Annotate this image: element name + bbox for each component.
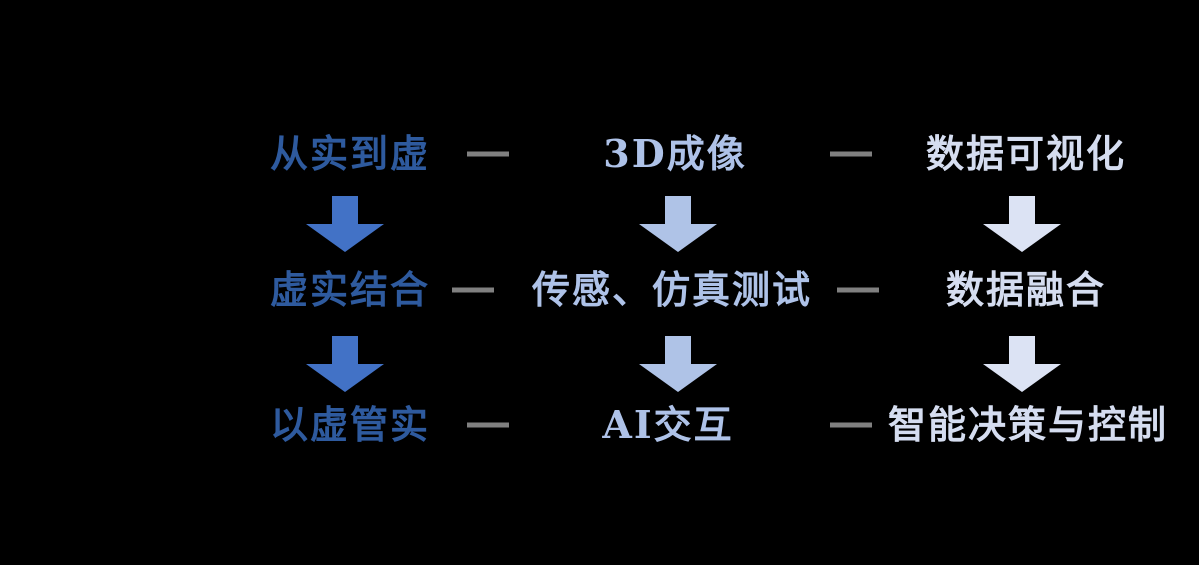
connector-dash-r3c1-r3c2 <box>467 422 509 428</box>
stage-cell-r3c3: 智能决策与控制 <box>887 402 1169 447</box>
connector-dash-r1c1-r1c2 <box>467 151 509 157</box>
connector-dash-r2c1-r2c2 <box>452 287 494 293</box>
stage-cell-r1c3: 数据可视化 <box>925 131 1127 176</box>
down-arrow-icon-c3-r2r3 <box>983 336 1061 392</box>
down-arrow-icon-c2-r1r2 <box>639 196 717 252</box>
connector-dash-r3c2-r3c3 <box>830 422 872 428</box>
stage-cell-r3c2: AI交互 <box>602 402 734 447</box>
stage-cell-r1c2: 3D成像 <box>603 131 747 176</box>
stage-cell-r1c1: 从实到虚 <box>269 131 431 176</box>
down-arrow-icon-c1-r2r3 <box>306 336 384 392</box>
stage-cell-r2c2: 传感、仿真测试 <box>531 267 813 312</box>
down-arrow-icon-c2-r2r3 <box>639 336 717 392</box>
down-arrow-icon-c1-r1r2 <box>306 196 384 252</box>
connector-dash-r1c2-r1c3 <box>830 151 872 157</box>
stage-cell-r3c1: 以虚管实 <box>269 402 431 447</box>
connector-dash-r2c2-r2c3 <box>837 287 879 293</box>
down-arrow-icon-c3-r1r2 <box>983 196 1061 252</box>
stage-cell-r2c3: 数据融合 <box>945 267 1107 312</box>
stage-cell-r2c1: 虚实结合 <box>269 267 431 312</box>
